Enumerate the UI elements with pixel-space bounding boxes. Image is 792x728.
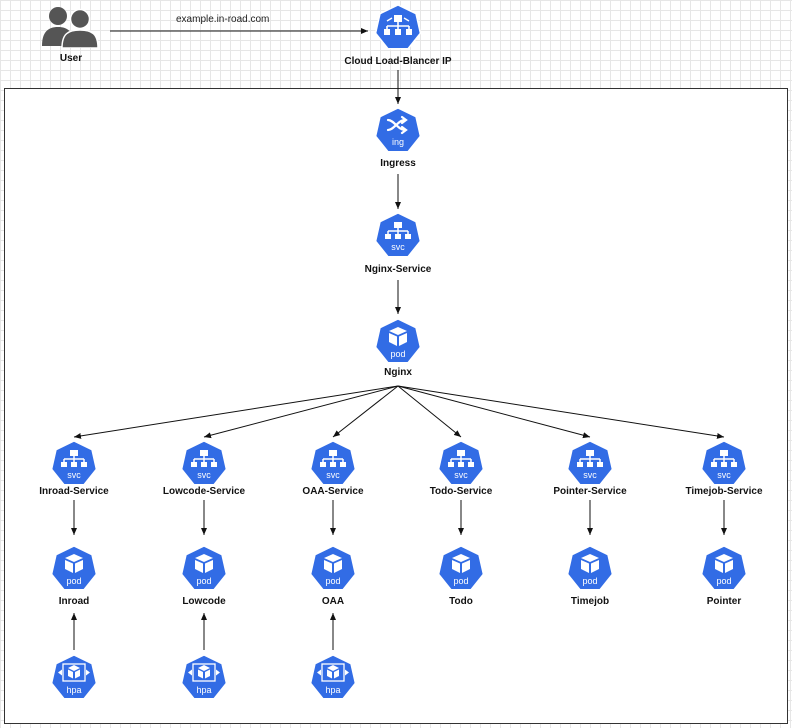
- oaa-service-badge: svc: [326, 470, 340, 480]
- service-icon: svc: [437, 440, 485, 488]
- edge-nginx-to-pointer-service: [397, 385, 591, 439]
- inroad-service-badge: svc: [67, 470, 81, 480]
- timejob-pod-label: Timejob: [570, 596, 610, 607]
- service-icon: svc: [374, 212, 422, 260]
- service-icon: svc: [700, 440, 748, 488]
- timejob-pod-badge: pod: [582, 576, 597, 586]
- pod-cube-icon: pod: [309, 545, 357, 593]
- lowcode-hpa-badge: hpa: [196, 685, 211, 695]
- oaa-pod-label: OAA: [321, 596, 345, 607]
- nginx-label: Nginx: [384, 367, 412, 378]
- cluster-boundary: [4, 88, 788, 724]
- domain-edge-label: example.in-road.com: [176, 14, 270, 25]
- hpa-icon: hpa: [50, 654, 98, 702]
- pointer-service-badge: svc: [583, 470, 597, 480]
- todo-service-badge: svc: [454, 470, 468, 480]
- edge-nginx-to-inroad-service: [73, 385, 399, 439]
- pointer-pod-badge: pod: [716, 576, 731, 586]
- ingress-badge: ing: [392, 137, 404, 147]
- oaa-pod-badge: pod: [325, 576, 340, 586]
- timejob-service-badge: svc: [717, 470, 731, 480]
- service-icon: svc: [50, 440, 98, 488]
- inroad-hpa-badge: hpa: [66, 685, 81, 695]
- oaa-hpa-badge: hpa: [325, 685, 340, 695]
- inroad-pod-badge: pod: [66, 576, 81, 586]
- todo-pod-badge: pod: [453, 576, 468, 586]
- pod-cube-icon: pod: [374, 318, 422, 366]
- todo-service-label: Todo-Service: [429, 486, 493, 497]
- hpa-icon: hpa: [309, 654, 357, 702]
- shuffle-icon: ing: [374, 107, 422, 155]
- lowcode-service-badge: svc: [197, 470, 211, 480]
- edge-nginx-to-lowcode-service: [203, 385, 399, 439]
- nginx-service-badge: svc: [391, 242, 405, 252]
- pod-cube-icon: pod: [566, 545, 614, 593]
- pointer-pod-label: Pointer: [706, 596, 742, 607]
- todo-pod-label: Todo: [449, 596, 473, 607]
- service-icon: svc: [566, 440, 614, 488]
- pod-cube-icon: pod: [50, 545, 98, 593]
- edge-nginx-to-oaa-service: [332, 385, 399, 438]
- edge-nginx-to-timejob-service: [397, 385, 725, 439]
- nginx-badge: pod: [390, 349, 405, 359]
- timejob-service-label: Timejob-Service: [685, 486, 763, 497]
- ingress-label: Ingress: [380, 158, 416, 169]
- lowcode-pod-badge: pod: [196, 576, 211, 586]
- hpa-icon: hpa: [180, 654, 228, 702]
- inroad-service-label: Inroad-Service: [39, 486, 109, 497]
- oaa-service-label: OAA-Service: [302, 486, 364, 497]
- service-icon: svc: [309, 440, 357, 488]
- lowcode-pod-label: Lowcode: [182, 596, 226, 607]
- lowcode-service-label: Lowcode-Service: [162, 486, 246, 497]
- pod-cube-icon: pod: [180, 545, 228, 593]
- nginx-service-label: Nginx-Service: [364, 264, 432, 275]
- load-balancer-label: Cloud Load-Blancer IP: [344, 56, 452, 67]
- user-label: User: [59, 53, 83, 64]
- inroad-pod-label: Inroad: [58, 596, 90, 607]
- users-icon: [42, 7, 99, 48]
- pod-cube-icon: pod: [437, 545, 485, 593]
- pointer-service-label: Pointer-Service: [553, 486, 627, 497]
- service-icon: svc: [180, 440, 228, 488]
- edge-nginx-to-todo-service: [397, 385, 462, 438]
- pod-cube-icon: pod: [700, 545, 748, 593]
- load-balancer-icon: [374, 4, 422, 52]
